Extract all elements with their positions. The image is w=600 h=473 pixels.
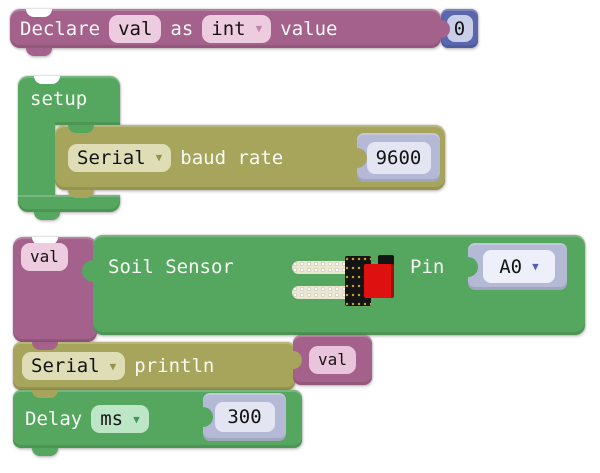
serial-println-block[interactable]: Serial ▼ println val [13,333,378,391]
delay-unit-value: ms [100,408,124,430]
chevron-down-icon: ▼ [109,359,117,373]
statement-connector [32,342,58,350]
number-value-block[interactable]: 0 [432,9,478,48]
plug-tab [82,260,104,282]
type-dropdown[interactable]: int ▼ [202,14,272,43]
serial-device-dropdown[interactable]: Serial ▼ [68,143,172,172]
println-argument-chip: val [309,346,356,374]
delay-value-input[interactable]: 300 [214,402,275,432]
setup-label: setup [30,88,88,110]
delay-unit-dropdown[interactable]: ms ▼ [91,405,149,433]
pin-dropdown-value: A0 [499,255,523,278]
number-value-block[interactable]: 300 [193,393,286,441]
baud-rate-label: baud rate [180,146,284,169]
pin-dropdown[interactable]: A0 ▼ [483,250,555,283]
declare-block[interactable]: Declare val as int ▼ value 0 [10,9,480,57]
println-label: println [134,355,215,377]
chevron-down-icon: ▼ [255,22,263,35]
pin-dropdown-block[interactable]: A0 ▼ [458,243,567,290]
variable-name-chip[interactable]: val [21,243,68,271]
soil-sensor-icon [292,253,402,317]
declare-keyword-label: Declare [20,17,101,40]
socket-bite [458,256,478,277]
bottom-bump [68,190,94,198]
serial-dropdown-value: Serial [77,146,146,169]
socket-bite [432,19,450,38]
top-notch [26,9,52,17]
value-label: value [280,17,338,40]
socket-bite [284,351,302,369]
type-dropdown-value: int [211,17,246,40]
variable-name-field[interactable]: val [109,14,162,43]
delay-block[interactable]: Delay ms ▼ 300 [13,388,325,458]
bottom-bump [32,448,58,456]
soil-sensor-label: Soil Sensor [108,256,234,278]
top-notch [32,237,58,245]
delay-label: Delay [25,408,83,430]
soil-sensor-assignment-block[interactable]: val Soil Sensor Pin A0 ▼ [13,235,588,347]
bottom-bump [34,212,60,220]
chevron-down-icon: ▼ [133,412,140,426]
serial-dropdown-value: Serial [31,355,100,377]
statement-connector [68,125,94,133]
top-notch [34,76,60,84]
chevron-down-icon: ▼ [155,151,163,164]
as-label: as [170,17,194,40]
setup-spine [18,120,55,195]
baud-value-input[interactable]: 9600 [366,141,431,174]
bottom-bump [26,48,52,56]
number-value-block[interactable]: 9600 [347,133,440,182]
setup-block[interactable]: setup Serial ▼ baud rate 9600 [18,76,453,222]
socket-bite [193,407,213,427]
declare-value-input[interactable]: 0 [446,15,473,42]
setup-hat[interactable] [18,76,120,125]
statement-connector [32,390,58,398]
chevron-down-icon: ▼ [532,260,539,273]
setup-foot [18,195,120,212]
serial-device-dropdown[interactable]: Serial ▼ [22,352,126,380]
socket-bite [347,147,367,168]
variable-getter-block[interactable]: val [284,335,372,385]
pin-label: Pin [410,256,445,278]
